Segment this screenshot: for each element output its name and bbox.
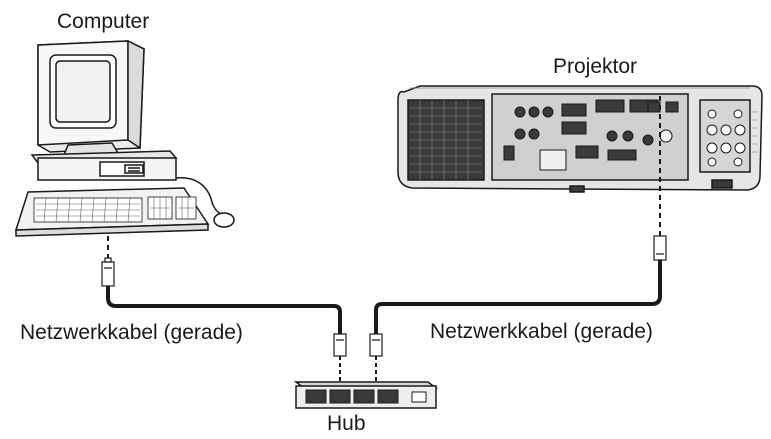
monitor-icon xyxy=(37,39,145,156)
hub-label: Hub xyxy=(327,412,366,435)
computer-illustration xyxy=(14,39,235,237)
desktop-unit-icon xyxy=(30,150,178,181)
hub-illustration xyxy=(293,381,439,409)
rj45-connector-hub-right xyxy=(369,333,383,357)
rj45-connector-hub-left xyxy=(333,333,347,357)
mouse-icon xyxy=(175,177,235,228)
rj45-connector-computer xyxy=(101,257,115,287)
projector-label: Projektor xyxy=(553,55,638,78)
rj45-connector-projector xyxy=(653,235,667,261)
projector-connector-panel xyxy=(491,93,689,181)
cable-label-left: Netzwerkkabel (gerade) xyxy=(20,321,243,344)
projector-control-panel xyxy=(699,99,751,173)
cable-label-right: Netzwerkkabel (gerade) xyxy=(430,320,653,343)
projector-illustration xyxy=(397,85,763,193)
keyboard-icon xyxy=(14,187,210,237)
projector-vent-left xyxy=(407,99,485,181)
network-cable-right xyxy=(374,96,662,334)
network-cable-left xyxy=(106,236,342,334)
computer-label: Computer xyxy=(57,10,150,33)
